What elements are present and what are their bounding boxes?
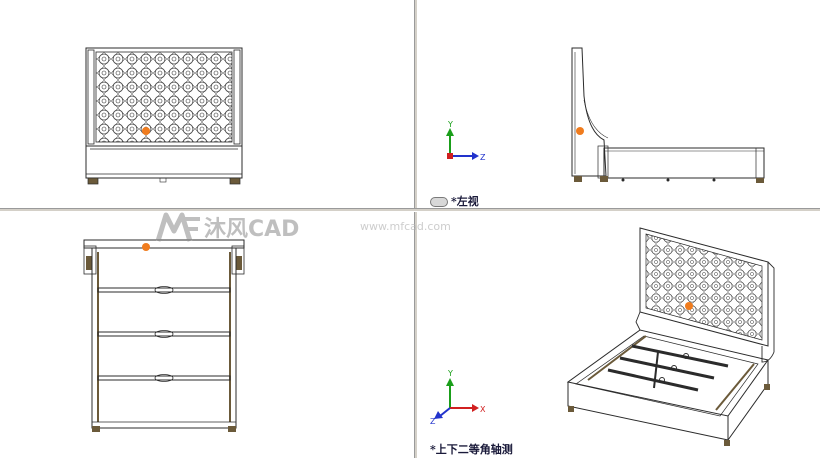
triad-y-label: Y	[447, 369, 453, 378]
watermark-url: www.mfcad.com	[360, 220, 451, 233]
triad-x-label: X	[480, 405, 486, 414]
viewport-isometric[interactable]: Y X Z *上下二等角轴测	[418, 212, 820, 458]
front-view-drawing	[85, 47, 243, 185]
triad-z-label: Z	[480, 153, 486, 162]
triad-y-label: Y	[447, 120, 453, 129]
viewport-front[interactable]	[0, 0, 414, 208]
left-view-label: *左视	[430, 193, 479, 209]
axis-triad: Y Z	[446, 120, 486, 162]
top-view-drawing	[83, 239, 245, 432]
origin-marker	[685, 302, 693, 310]
horizontal-splitter[interactable]	[0, 208, 820, 212]
viewport-left[interactable]: Y Z *左视	[418, 0, 820, 208]
origin-marker	[142, 243, 150, 251]
vertical-splitter[interactable]	[414, 0, 418, 458]
watermark-brand: 沐风CAD	[204, 217, 300, 242]
origin-marker	[142, 127, 150, 135]
triad-z-label: Z	[430, 417, 436, 426]
left-view-label-text: *左视	[451, 195, 479, 208]
axis-triad: Y X Z	[430, 369, 486, 426]
left-view-drawing: Y Z	[446, 47, 765, 183]
view-orientation-icon	[430, 197, 448, 207]
origin-marker	[576, 127, 584, 135]
viewport-top[interactable]	[0, 212, 414, 458]
watermark-logo-icon	[156, 212, 200, 242]
isometric-view-drawing: Y X Z	[430, 227, 775, 446]
isometric-view-label: *上下二等角轴测	[430, 443, 513, 456]
